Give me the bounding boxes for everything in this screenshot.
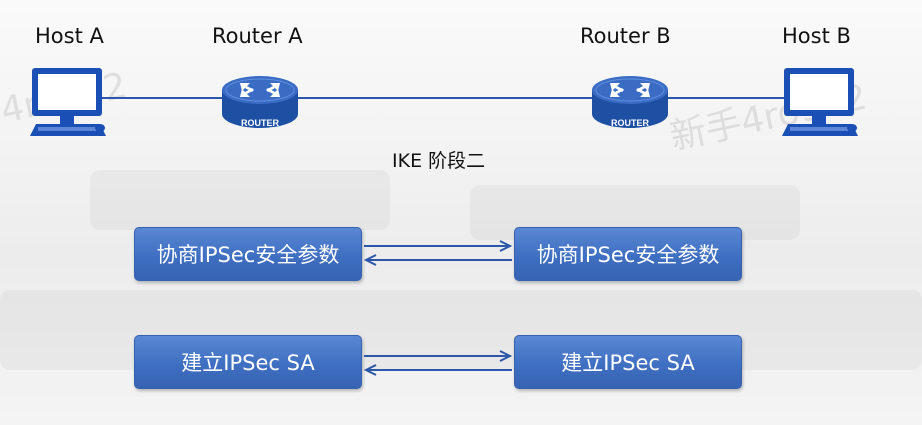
- negotiate-params-box-left: 协商IPSec安全参数: [134, 227, 362, 281]
- establish-sa-box-left: 建立IPSec SA: [134, 335, 362, 389]
- ike-phase-label: IKE 阶段二: [392, 150, 486, 172]
- host-a-computer-icon: [30, 66, 110, 146]
- negotiate-params-box-right: 协商IPSec安全参数: [514, 227, 742, 281]
- arrow-left-icon: [363, 254, 512, 266]
- link-host-a-router-a: [100, 97, 225, 99]
- link-router-b-host-b: [666, 97, 791, 99]
- host-a-label: Host A: [35, 24, 104, 48]
- router-a-label: Router A: [212, 24, 303, 48]
- host-b-label: Host B: [782, 24, 851, 48]
- router-b-icon: ROUTER: [590, 68, 670, 138]
- arrow-right-icon: [364, 350, 513, 362]
- router-b-badge: ROUTER: [611, 118, 650, 128]
- negotiate-arrows: [363, 240, 513, 266]
- router-a-badge: ROUTER: [241, 118, 280, 128]
- router-b-label: Router B: [580, 24, 671, 48]
- arrow-right-icon: [364, 240, 513, 252]
- router-a-icon: ROUTER: [220, 68, 300, 138]
- background-shape: [90, 170, 390, 230]
- link-router-a-router-b: [298, 97, 592, 99]
- host-b-computer-icon: [782, 66, 862, 146]
- arrow-left-icon: [363, 364, 512, 376]
- establish-sa-arrows: [363, 350, 513, 376]
- establish-sa-box-right: 建立IPSec SA: [514, 335, 742, 389]
